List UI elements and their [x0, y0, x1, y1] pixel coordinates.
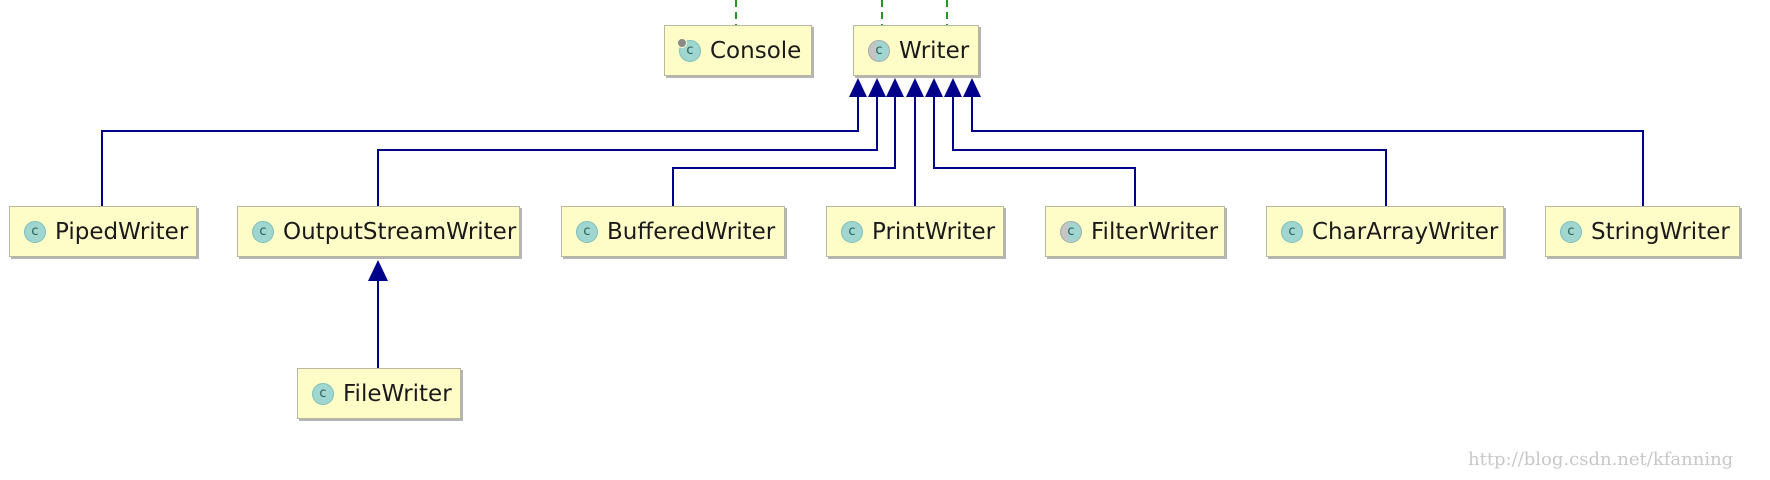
- edge-chararraywriter-writer: [952, 96, 1387, 206]
- arrowhead-chararraywriter: [944, 78, 962, 97]
- edge-filterwriter-writer: [933, 96, 1136, 206]
- arrowhead-filewriter: [368, 260, 388, 281]
- class-icon: c: [576, 220, 598, 243]
- class-icon: c: [1281, 220, 1303, 243]
- class-node-filterwriter[interactable]: c FilterWriter: [1045, 206, 1225, 257]
- abstract-class-icon: c: [1060, 220, 1082, 243]
- class-node-bufferedwriter[interactable]: c BufferedWriter: [561, 206, 785, 257]
- class-name: Console: [710, 37, 802, 64]
- class-name: CharArrayWriter: [1312, 218, 1499, 245]
- arrowhead-pipedwriter: [849, 78, 867, 97]
- abstract-class-icon: c: [868, 39, 890, 62]
- final-class-icon: c: [677, 37, 701, 62]
- class-name: FilterWriter: [1091, 218, 1219, 245]
- class-name: StringWriter: [1591, 218, 1730, 245]
- class-node-pipedwriter[interactable]: c PipedWriter: [9, 206, 197, 257]
- arrowhead-bufferedwriter: [886, 78, 904, 97]
- class-name: Writer: [899, 37, 970, 64]
- arrowhead-filterwriter: [925, 78, 943, 97]
- arrowhead-outputstreamwriter: [868, 78, 886, 97]
- class-node-filewriter[interactable]: c FileWriter: [297, 368, 461, 419]
- class-icon: c: [312, 382, 334, 405]
- class-node-console[interactable]: c Console: [664, 25, 812, 76]
- arrowhead-stringwriter: [963, 78, 981, 97]
- edge-stringwriter-writer: [971, 96, 1644, 206]
- class-node-outputstreamwriter[interactable]: c OutputStreamWriter: [237, 206, 520, 257]
- class-name: PipedWriter: [55, 218, 189, 245]
- class-icon: c: [841, 220, 863, 243]
- class-name: BufferedWriter: [607, 218, 776, 245]
- edge-outputstreamwriter-writer: [377, 96, 878, 206]
- class-icon: c: [1560, 220, 1582, 243]
- class-node-stringwriter[interactable]: c StringWriter: [1545, 206, 1740, 257]
- class-icon: c: [24, 220, 46, 243]
- class-icon: c: [252, 220, 274, 243]
- watermark: http://blog.csdn.net/kfanning: [1468, 449, 1734, 470]
- edge-bufferedwriter-writer: [672, 96, 896, 206]
- class-node-writer[interactable]: c Writer: [853, 25, 979, 76]
- class-node-printwriter[interactable]: c PrintWriter: [826, 206, 1004, 257]
- arrowhead-printwriter: [906, 78, 924, 97]
- edge-pipedwriter-writer: [101, 96, 859, 206]
- class-name: PrintWriter: [872, 218, 996, 245]
- class-node-chararraywriter[interactable]: c CharArrayWriter: [1266, 206, 1504, 257]
- class-name: OutputStreamWriter: [283, 218, 517, 245]
- class-name: FileWriter: [343, 380, 452, 407]
